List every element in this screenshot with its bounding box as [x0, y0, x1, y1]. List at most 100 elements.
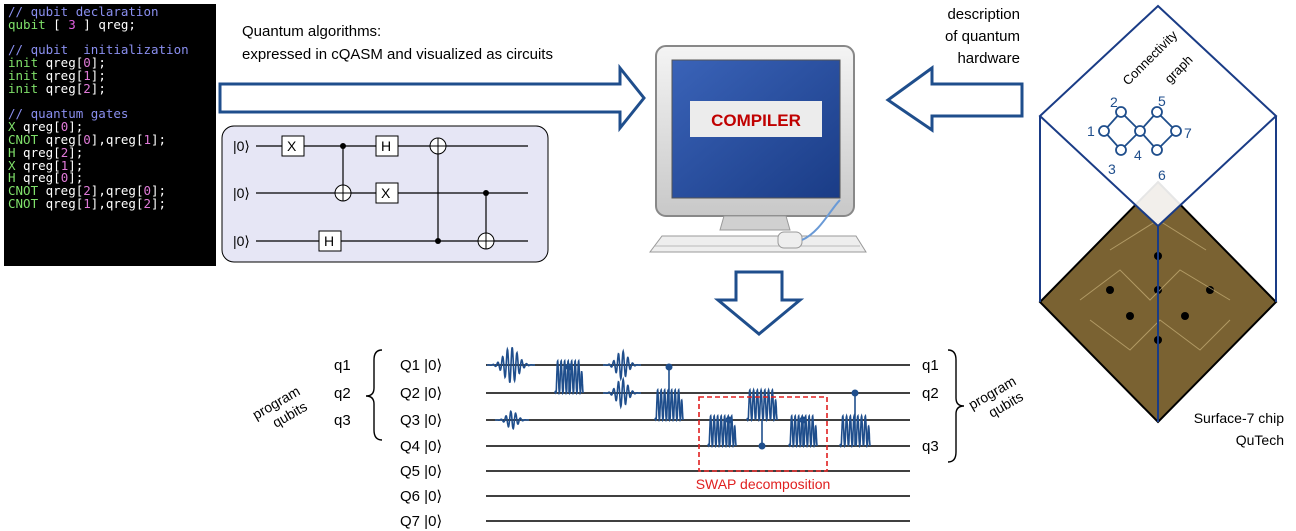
controlled-links [568, 367, 856, 446]
code-token: init [8, 55, 39, 71]
code-line: CNOT qreg[2],qreg[0]; [8, 183, 216, 199]
code-token: ]; [68, 119, 84, 135]
left-brace [365, 349, 383, 441]
hardware-caption-line3: hardware [957, 50, 1020, 67]
code-token: ]; [151, 183, 167, 199]
phys-qubit-2: Q2 |0⟩ [400, 385, 442, 402]
code-token: 0 [83, 55, 91, 71]
node-label-6: 6 [1158, 167, 1166, 183]
code-token: qreg[ [38, 80, 84, 96]
code-line: // qubit declaration [8, 5, 216, 19]
code-line: init qreg[0]; [8, 55, 216, 71]
code-line: init qreg[2]; [8, 80, 216, 96]
swap-label: SWAP decomposition [696, 476, 831, 492]
code-token: qreg[ [15, 157, 61, 173]
code-line: H qreg[2]; [8, 144, 216, 160]
code-token: [ [45, 16, 69, 32]
phys-qubit-7: Q7 |0⟩ [400, 513, 442, 530]
phys-qubit-5: Q5 |0⟩ [400, 463, 442, 480]
arrow-from-hardware [885, 65, 1024, 133]
code-token: 1 [83, 195, 91, 211]
code-token: 2 [60, 144, 69, 160]
code-token: qreg[ [15, 170, 61, 186]
code-token: 1 [83, 67, 91, 83]
code-line: X qreg[1]; [8, 157, 216, 173]
code-token: qreg[ [38, 183, 84, 199]
code-line: // qubit initialization [8, 42, 216, 58]
code-line: H qreg[0]; [8, 170, 216, 186]
circuit-ket-2: |0⟩ [233, 185, 250, 201]
hardware-caption-line1: description [947, 6, 1020, 23]
code-line: CNOT qreg[0],qreg[1]; [8, 131, 216, 147]
left-qubit-2: q2 [334, 385, 351, 402]
node-label-4: 4 [1134, 147, 1142, 163]
arrow-to-compiler [218, 63, 646, 133]
code-token: 0 [60, 170, 69, 186]
code-token: 0 [60, 119, 69, 135]
code-token: 2 [83, 80, 91, 96]
code-token: qubit [8, 16, 46, 32]
code-token: 3 [68, 16, 76, 32]
node-label-1: 1 [1087, 123, 1095, 139]
code-token: qreg[ [38, 67, 84, 83]
code-token: ]; [151, 195, 167, 211]
code-token: // quantum gates [8, 106, 129, 122]
connectivity-cube [1038, 4, 1278, 422]
pulse-q2-1 [603, 376, 641, 410]
code-token: ],qreg[ [90, 183, 144, 199]
connectivity-graph [1098, 106, 1182, 156]
phys-qubit-4: Q4 |0⟩ [400, 438, 442, 455]
code-token: 0 [143, 183, 152, 199]
code-token: ]; [68, 144, 84, 160]
swap-box [698, 396, 828, 472]
code-token: CNOT [8, 131, 39, 147]
code-token: ]; [151, 131, 167, 147]
chip-caption-line1: Surface-7 chip [1194, 410, 1284, 426]
pulse-wires [486, 364, 910, 522]
code-token: H [8, 170, 16, 186]
code-token: 1 [143, 131, 152, 147]
code-token: // qubit initialization [8, 42, 189, 58]
code-token: CNOT [8, 183, 39, 199]
algorithms-caption-line2: expressed in cQASM and visualized as cir… [242, 46, 553, 63]
code-token: 2 [143, 195, 152, 211]
code-line: init qreg[1]; [8, 67, 216, 83]
phys-qubit-6: Q6 |0⟩ [400, 488, 442, 505]
circuit-ket-3: |0⟩ [233, 233, 250, 249]
code-token: qreg[ [38, 195, 84, 211]
right-qubit-3: q3 [922, 438, 939, 455]
code-token: 2 [83, 183, 91, 199]
gate-h-2: H [324, 233, 334, 249]
code-line: X qreg[0]; [8, 119, 216, 135]
right-qubit-1: q1 [922, 357, 939, 374]
flux-q3-2 [746, 387, 778, 423]
left-qubit-1: q1 [334, 357, 351, 374]
pulse-q1-2 [603, 348, 641, 382]
code-token: X [8, 157, 16, 173]
compiler-label: COMPILER [711, 111, 801, 130]
right-qubit-2: q2 [922, 385, 939, 402]
computer-icon: COMPILER [649, 45, 867, 253]
code-token: ]; [68, 157, 84, 173]
code-token: qreg[ [15, 144, 61, 160]
node-label-5: 5 [1158, 93, 1166, 109]
code-token: 1 [60, 157, 69, 173]
code-token: qreg[ [15, 119, 61, 135]
code-token: qreg[ [38, 55, 84, 71]
code-token: ]; [90, 80, 106, 96]
left-qubit-3: q3 [334, 412, 351, 429]
code-line: qubit [ 3 ] qreg; [8, 16, 216, 32]
code-token: ]; [90, 55, 106, 71]
phys-qubit-3: Q3 |0⟩ [400, 412, 442, 429]
code-token: CNOT [8, 195, 39, 211]
gate-h-1: H [381, 138, 391, 154]
code-token: H [8, 144, 16, 160]
pulse-q1-1 [487, 346, 535, 384]
right-brace [947, 349, 965, 463]
code-token: qreg[ [38, 131, 84, 147]
gate-x-2: X [381, 185, 391, 201]
code-token: ] qreg; [75, 16, 136, 32]
code-token: X [8, 119, 16, 135]
